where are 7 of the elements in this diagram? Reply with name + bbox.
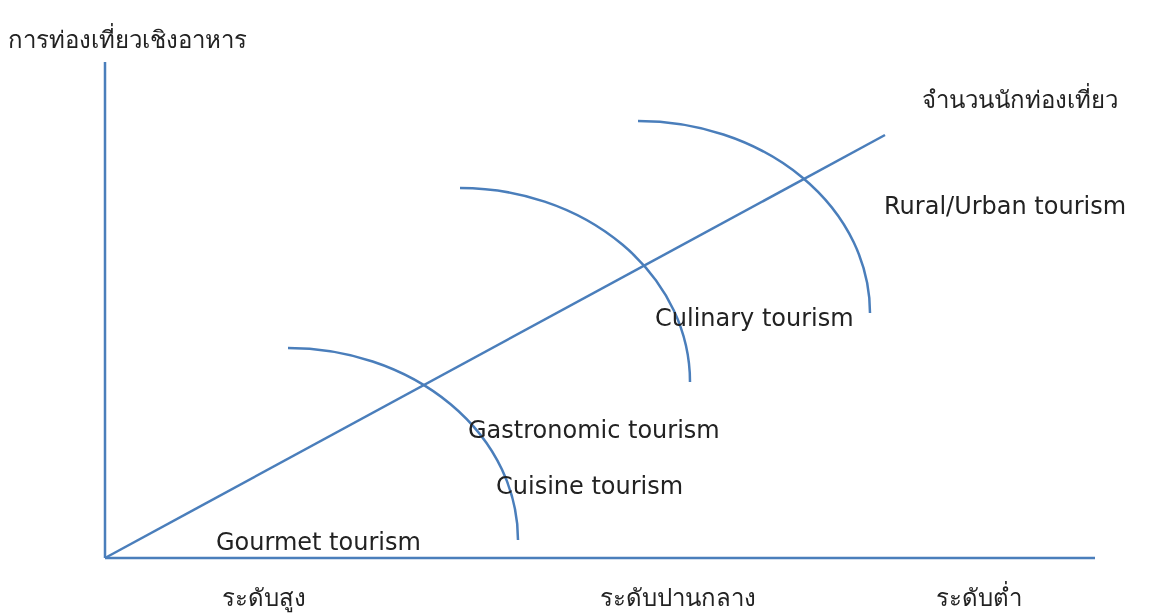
- tick-label: ระดับสูง: [222, 583, 306, 613]
- tick-label: ระดับปานกลาง: [600, 583, 756, 613]
- curve-label: Rural/Urban tourism: [884, 191, 1127, 221]
- axis-label: การท่องเที่ยวเชิงอาหาร: [8, 25, 247, 55]
- curve-label: Gourmet tourism: [216, 527, 421, 557]
- axis-label: จำนวนนักท่องเที่ยว: [922, 85, 1118, 115]
- tick-label: ระดับต่ำ: [936, 583, 1022, 613]
